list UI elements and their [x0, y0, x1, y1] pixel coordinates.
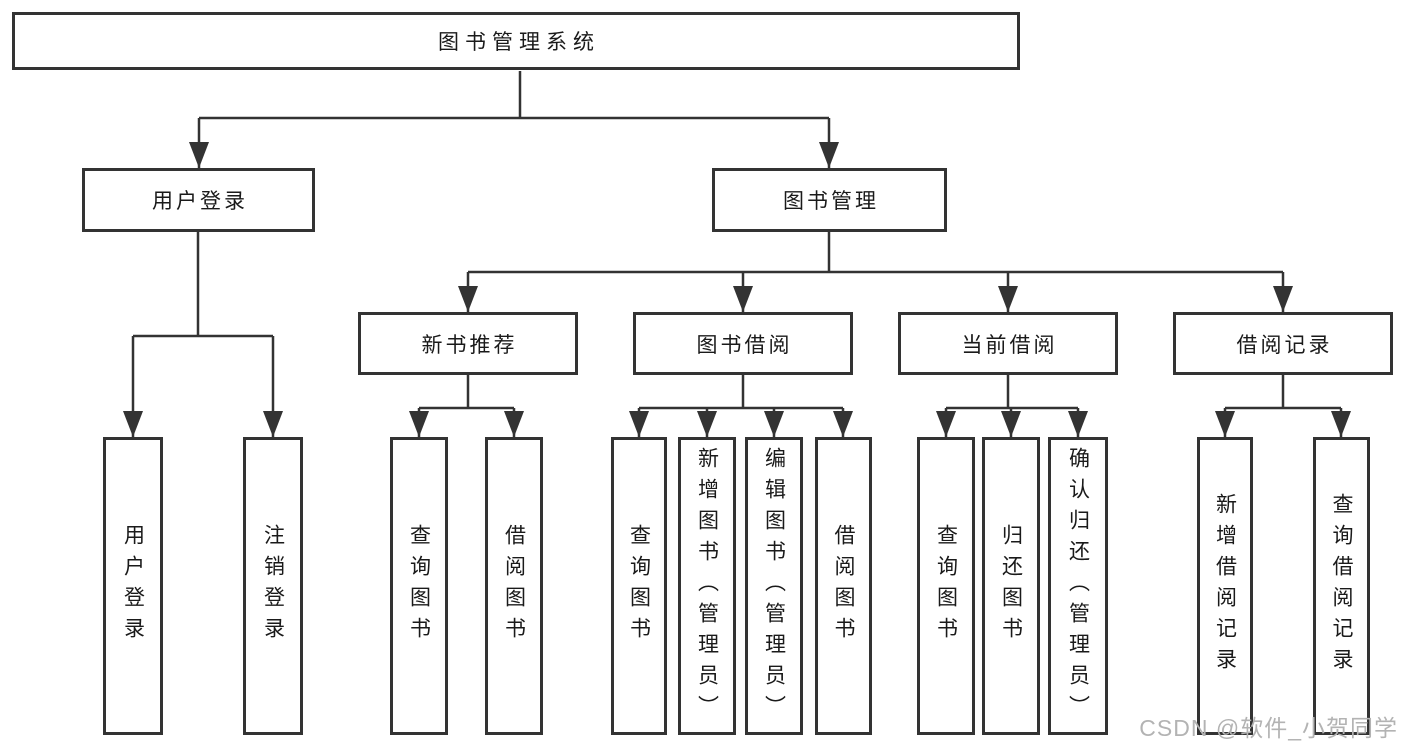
connector-book-mgmt-to-level3: [458, 232, 1293, 312]
node-user-login-module: 用户登录: [82, 168, 315, 232]
leaf-logout: 注销登录: [243, 437, 303, 735]
leaf-borrow-books-recommend: 借阅图书: [485, 437, 543, 735]
connector-book-borrowing-children: [629, 375, 853, 437]
leaf-confirm-return-admin: 确认归还（管理员）: [1048, 437, 1108, 735]
leaf-add-books-admin: 新增图书（管理员）: [678, 437, 736, 735]
leaf-query-borrow-record: 查询借阅记录: [1313, 437, 1370, 735]
connector-root-to-level2: [189, 71, 839, 168]
leaf-query-books-current: 查询图书: [917, 437, 975, 735]
leaf-query-books-borrowing: 查询图书: [611, 437, 667, 735]
leaf-query-books-recommend: 查询图书: [390, 437, 448, 735]
node-library-management-system: 图书管理系统: [12, 12, 1020, 70]
node-borrowing-records: 借阅记录: [1173, 312, 1393, 375]
connector-user-login-children: [123, 232, 283, 437]
node-book-management-module: 图书管理: [712, 168, 947, 232]
csdn-watermark: CSDN @软件_小贺同学: [1139, 715, 1398, 741]
leaf-user-login: 用户登录: [103, 437, 163, 735]
node-current-borrowing: 当前借阅: [898, 312, 1118, 375]
node-new-book-recommendation: 新书推荐: [358, 312, 578, 375]
connector-borrow-records-children: [1215, 375, 1351, 437]
leaf-edit-books-admin: 编辑图书（管理员）: [745, 437, 803, 735]
leaf-return-books: 归还图书: [982, 437, 1040, 735]
connector-new-book-rec-children: [409, 375, 524, 437]
node-book-borrowing: 图书借阅: [633, 312, 853, 375]
leaf-add-borrow-record: 新增借阅记录: [1197, 437, 1253, 735]
leaf-borrow-books: 借阅图书: [815, 437, 872, 735]
connector-current-borrowing-children: [936, 375, 1088, 437]
